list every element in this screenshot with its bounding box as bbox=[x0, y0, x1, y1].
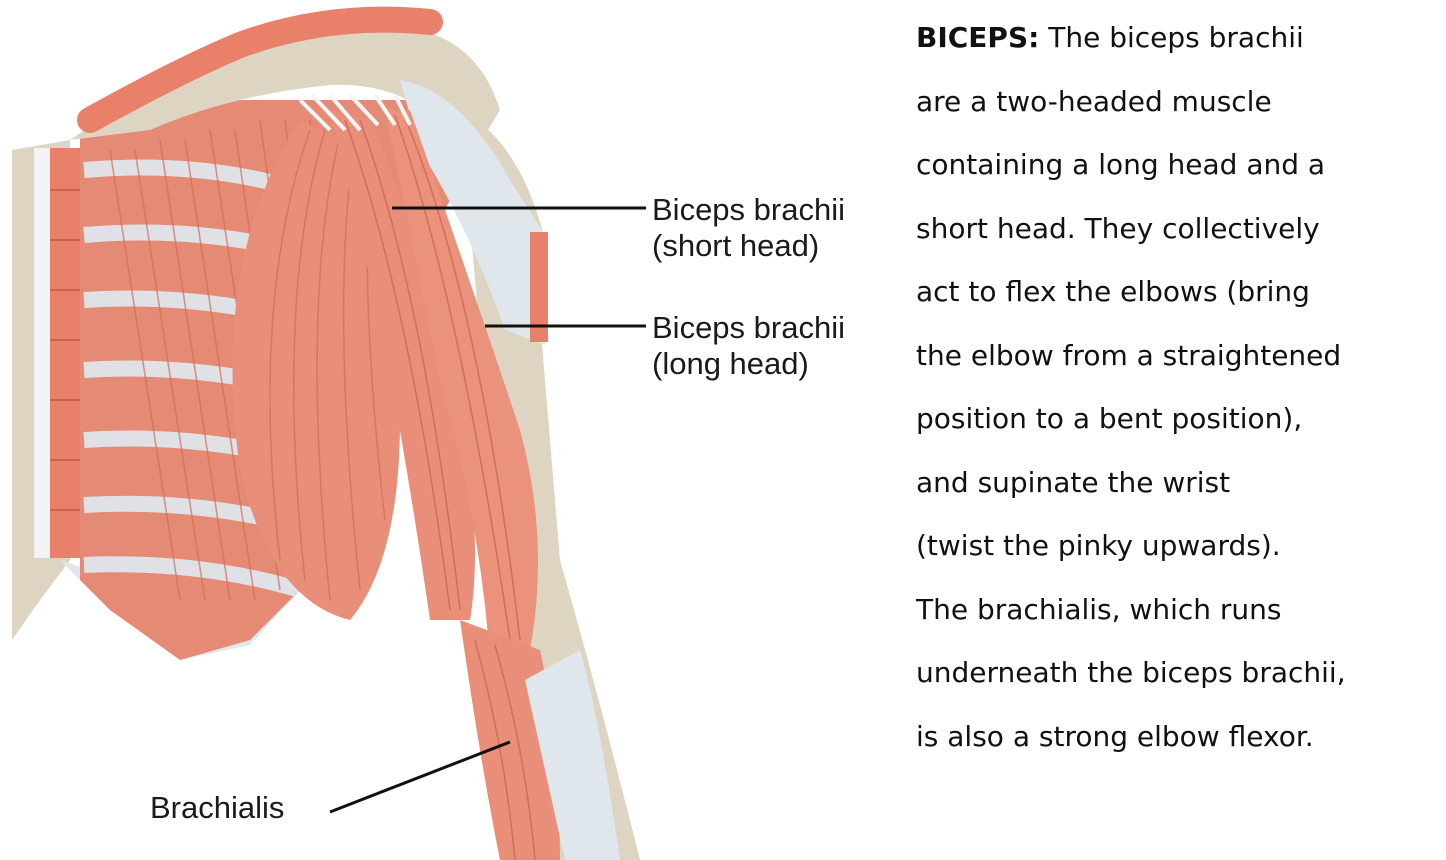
label-line: (long head) bbox=[652, 346, 845, 382]
anatomy-illustration bbox=[0, 0, 900, 860]
leader-line-brachialis bbox=[330, 742, 510, 812]
description-lead: BICEPS: bbox=[916, 21, 1039, 54]
description-line: the elbow from a straightened bbox=[916, 324, 1441, 388]
description-line: are a two-headed muscle bbox=[916, 70, 1441, 134]
description-line: The brachialis, which runs bbox=[916, 578, 1441, 642]
brachialis-muscle bbox=[460, 620, 620, 860]
description-line: position to a bent position), bbox=[916, 387, 1441, 451]
label-brachialis: Brachialis bbox=[150, 790, 284, 826]
description-text: BICEPS: The biceps brachii are a two-hea… bbox=[916, 6, 1441, 768]
description-line: underneath the biceps brachii, bbox=[916, 641, 1441, 705]
label-biceps-long-head: Biceps brachii (long head) bbox=[652, 310, 845, 382]
sternum-strip bbox=[34, 148, 82, 558]
description-line: act to flex the elbows (bring bbox=[916, 260, 1441, 324]
description-line: short head. They collectively bbox=[916, 197, 1441, 261]
description-line: is also a strong elbow flexor. bbox=[916, 705, 1441, 769]
description-line: (twist the pinky upwards). bbox=[916, 514, 1441, 578]
description-line: containing a long head and a bbox=[916, 133, 1441, 197]
description-line: and supinate the wrist bbox=[916, 451, 1441, 515]
label-line: (short head) bbox=[652, 228, 845, 264]
label-line: Biceps brachii bbox=[652, 192, 845, 228]
label-biceps-short-head: Biceps brachii (short head) bbox=[652, 192, 845, 264]
label-line: Biceps brachii bbox=[652, 310, 845, 346]
description-line-text: The biceps brachii bbox=[1039, 21, 1303, 54]
description-line: BICEPS: The biceps brachii bbox=[916, 6, 1441, 70]
